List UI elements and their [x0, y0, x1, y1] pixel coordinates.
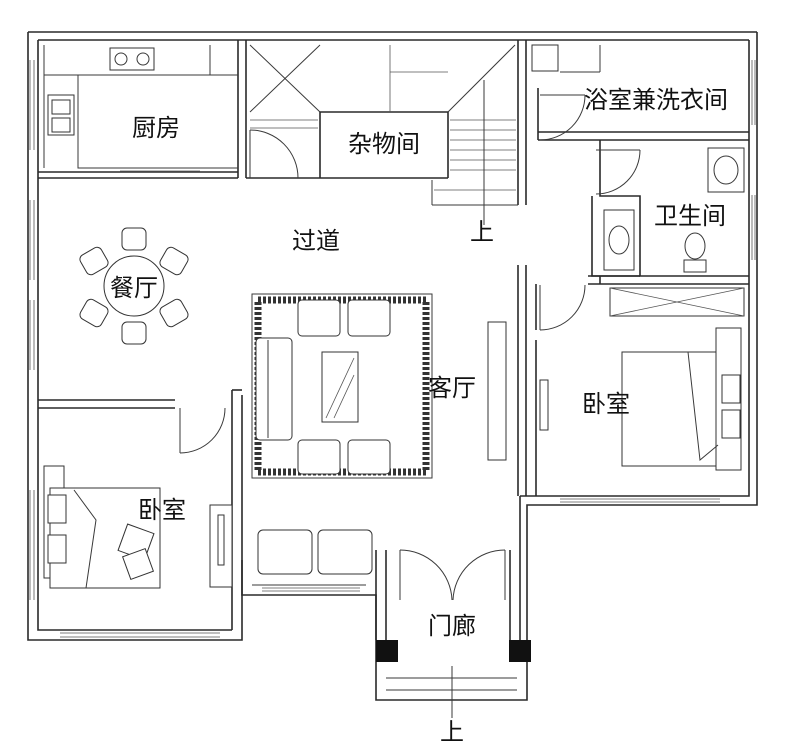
windows — [29, 60, 756, 638]
wc-label: 卫生间 — [654, 202, 726, 230]
bedroom-right-label: 卧室 — [582, 390, 630, 418]
stair-up-label: 上 — [470, 218, 494, 246]
living-sofa-set — [251, 293, 433, 479]
storage-label: 杂物间 — [348, 130, 420, 158]
living-label: 客厅 — [428, 374, 476, 402]
pillar-left — [376, 640, 398, 662]
bath-fixtures — [531, 44, 745, 317]
dining-label: 餐厅 — [110, 274, 158, 302]
dining-table — [79, 227, 189, 345]
bed-left — [43, 465, 161, 589]
kitchen-fixtures — [43, 45, 238, 172]
porch-label: 门廊 — [428, 612, 476, 640]
entry-up-label: 上 — [440, 718, 464, 746]
bedroom-left-label: 卧室 — [138, 496, 186, 524]
outer-walls — [27, 31, 758, 701]
kitchen-label: 厨房 — [132, 114, 180, 142]
staircase — [249, 44, 516, 225]
bath-laundry-label: 浴室兼洗衣间 — [584, 86, 728, 114]
doors — [179, 94, 641, 601]
entry-armchairs — [257, 529, 373, 575]
pillar-right — [509, 640, 531, 662]
hallway-label: 过道 — [292, 227, 340, 255]
tv-units — [209, 321, 549, 588]
bed-right — [621, 327, 742, 471]
interior-walls — [38, 40, 749, 640]
